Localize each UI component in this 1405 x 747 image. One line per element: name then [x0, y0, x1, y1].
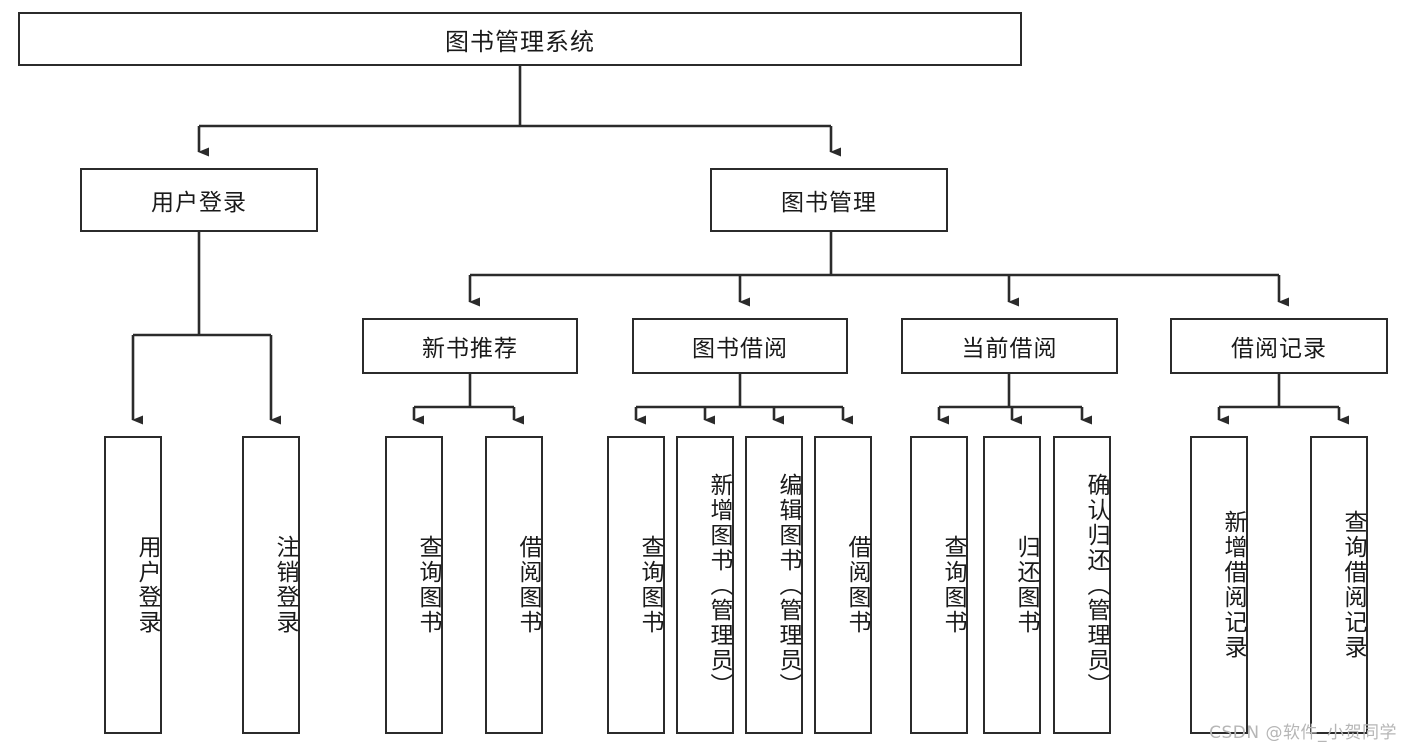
node-current-borrow[interactable]: 当前借阅: [901, 318, 1118, 374]
node-new-book-recommend[interactable]: 新书推荐: [362, 318, 578, 374]
leaf-query-borrow-record[interactable]: 查询借阅记录: [1310, 436, 1368, 734]
leaf-logout-login[interactable]: 注销登录: [242, 436, 300, 734]
node-root-system[interactable]: 图书管理系统: [18, 12, 1022, 66]
node-borrow-record[interactable]: 借阅记录: [1170, 318, 1388, 374]
leaf-add-borrow-record[interactable]: 新增借阅记录: [1190, 436, 1248, 734]
leaf-query-book-borrow[interactable]: 查询图书: [607, 436, 665, 734]
node-book-management[interactable]: 图书管理: [710, 168, 948, 232]
leaf-user-login[interactable]: 用户登录: [104, 436, 162, 734]
csdn-watermark: CSDN @软件_小贺同学: [1209, 723, 1397, 743]
leaf-query-book-current[interactable]: 查询图书: [910, 436, 968, 734]
leaf-query-book-new[interactable]: 查询图书: [385, 436, 443, 734]
leaf-edit-book-admin[interactable]: 编辑图书（管理员）: [745, 436, 803, 734]
leaf-return-book[interactable]: 归还图书: [983, 436, 1041, 734]
leaf-confirm-return-admin[interactable]: 确认归还（管理员）: [1053, 436, 1111, 734]
leaf-add-book-admin[interactable]: 新增图书（管理员）: [676, 436, 734, 734]
node-user-login[interactable]: 用户登录: [80, 168, 318, 232]
leaf-borrow-book-new[interactable]: 借阅图书: [485, 436, 543, 734]
leaf-borrow-book[interactable]: 借阅图书: [814, 436, 872, 734]
node-book-borrow[interactable]: 图书借阅: [632, 318, 848, 374]
